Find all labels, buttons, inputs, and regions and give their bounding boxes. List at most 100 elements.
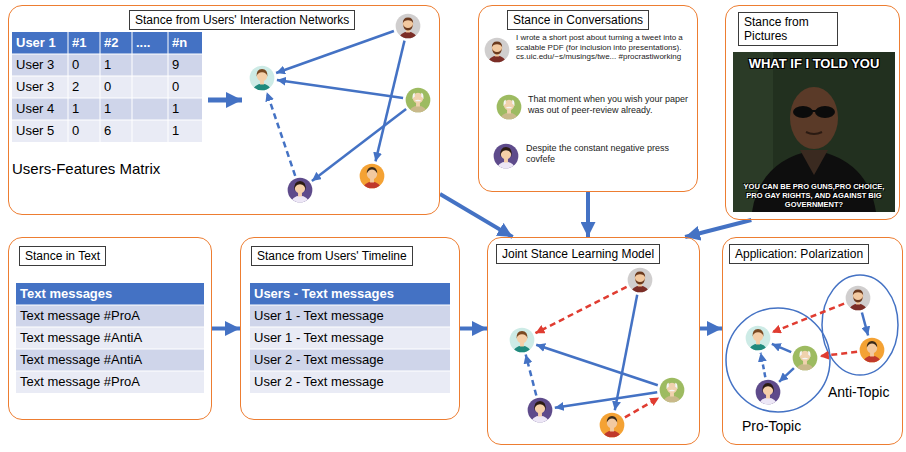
- meme-picture: [733, 52, 895, 212]
- table-cell: User 5: [12, 120, 68, 142]
- table-cell: Text message #ProA: [16, 371, 204, 393]
- interaction-line: [779, 368, 794, 382]
- interaction-line: [536, 345, 658, 386]
- group-label: Pro-Topic: [742, 418, 822, 435]
- table-grid: [16, 305, 204, 371]
- table-cell: User 2 - Text message: [250, 349, 450, 371]
- table-header: [12, 32, 202, 54]
- user-avatar: [528, 398, 553, 431]
- interaction-line: [276, 31, 394, 73]
- timeline-table: [250, 283, 450, 393]
- flow-arrow: [700, 327, 722, 331]
- panel-box: Stance in Text: [8, 237, 212, 420]
- interaction-line: [526, 355, 537, 396]
- table-grid: [250, 305, 450, 371]
- table-row: [250, 305, 450, 327]
- user-avatar: [250, 66, 275, 99]
- user-avatar: [485, 38, 510, 71]
- table-cell: Text message #ProA: [16, 305, 204, 327]
- table-header-cell: #1: [68, 32, 100, 54]
- table-header: [250, 283, 450, 305]
- user-avatar: [406, 88, 431, 121]
- user-avatar: [396, 14, 421, 47]
- meme-mouth: [806, 132, 822, 134]
- table-cell: User 3: [12, 76, 68, 98]
- group-circle: [822, 275, 898, 375]
- user-avatar: [494, 144, 519, 177]
- interaction-line: [772, 344, 791, 352]
- table-row: [12, 54, 202, 76]
- table-cell: 1: [100, 98, 132, 120]
- table-row: [250, 371, 450, 393]
- table-row: [16, 327, 204, 349]
- meme-glasses: [815, 106, 835, 118]
- meme-glasses: [812, 110, 816, 112]
- stance-line: [625, 398, 659, 418]
- stance-line: [820, 352, 857, 356]
- interaction-line: [312, 109, 406, 181]
- panel-heading: Joint Stance Learning Model: [496, 244, 660, 264]
- interaction-line: [267, 92, 295, 176]
- table-cell: Text message #AntiA: [16, 327, 204, 349]
- text-table: [16, 283, 204, 393]
- table-row: [12, 76, 202, 98]
- interaction-line: [376, 41, 405, 162]
- table-row: [250, 327, 450, 349]
- table-header-cell: User 1: [12, 32, 68, 54]
- stance-line: [772, 304, 844, 333]
- meme-neck: [800, 150, 828, 175]
- user-avatar: [628, 268, 653, 301]
- user-avatar: [510, 328, 535, 361]
- panel-heading: Stance from Users' Interaction Networks: [129, 10, 355, 30]
- interaction-line: [555, 392, 657, 408]
- table-cell: User 1 - Text message: [250, 327, 450, 349]
- table-cell: 9: [168, 54, 202, 76]
- user-avatar: [746, 326, 771, 359]
- user-avatar: [497, 95, 522, 128]
- flow-arrow: [685, 220, 751, 237]
- table-row: [16, 371, 204, 393]
- user-avatar: [846, 286, 871, 319]
- table-cell: User 3: [12, 54, 68, 76]
- flow-arrow: [460, 327, 487, 331]
- table-cell: 6: [100, 120, 132, 142]
- interaction-line: [277, 80, 403, 98]
- table-cell: Text message #AntiA: [16, 349, 204, 371]
- meme-caption: WHAT IF I TOLD YOU: [735, 56, 893, 72]
- table-cell: 1: [168, 98, 202, 120]
- table-cell: 1: [168, 120, 202, 142]
- panel-box: Application: Polarization: [722, 237, 903, 445]
- meme-background: [733, 52, 895, 212]
- user-avatar: [360, 164, 385, 197]
- tweet-text: That moment when you wish your paper was…: [528, 94, 694, 116]
- table-row: [16, 349, 204, 371]
- tweet-text: Despite the constant negative press covf…: [526, 143, 694, 165]
- interaction-line: [862, 313, 868, 336]
- user-avatar: [756, 380, 781, 413]
- matrix-table: [12, 32, 202, 142]
- table-header-cell: ....: [132, 32, 168, 54]
- interaction-line: [615, 295, 637, 411]
- group-circle: [726, 308, 830, 412]
- table-cell: 0: [68, 120, 100, 142]
- table-row: [12, 98, 202, 120]
- table-header-cell: Text messages: [16, 283, 204, 305]
- group-label: Anti-Topic: [828, 384, 902, 401]
- tweet-text: I wrote a short post about turning a twe…: [516, 33, 694, 62]
- panel-box: Joint Stance Learning Model: [487, 237, 700, 445]
- meme-glasses: [793, 106, 813, 118]
- user-avatar: [860, 338, 885, 371]
- panel-heading: Stance in Text: [19, 246, 106, 266]
- user-avatar: [660, 378, 685, 411]
- table-header-cell: #n: [168, 32, 202, 54]
- table-cell: User 2 - Text message: [250, 371, 450, 393]
- flow-arrow: [212, 327, 240, 331]
- table-row: [16, 305, 204, 327]
- flow-arrow: [208, 98, 242, 103]
- table-cell: 1: [100, 54, 132, 76]
- meme-head: [790, 87, 838, 149]
- panel-heading: Stance from Users' Timeline: [251, 246, 413, 266]
- interaction-line: [761, 353, 766, 377]
- table-cell: 1: [68, 98, 100, 120]
- table-cell: 2: [68, 76, 100, 98]
